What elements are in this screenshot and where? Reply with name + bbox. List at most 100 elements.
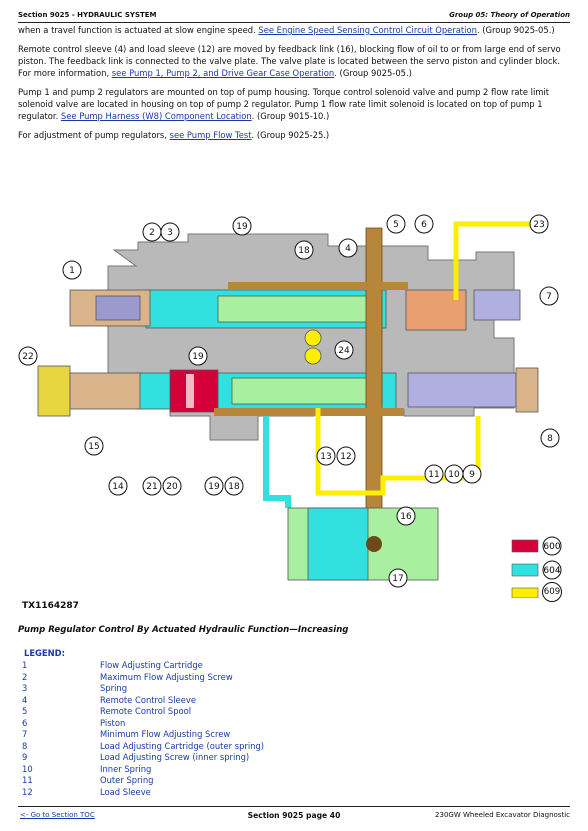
svg-text:19: 19	[236, 222, 248, 232]
svg-text:18: 18	[228, 482, 240, 492]
svg-text:18: 18	[298, 246, 310, 256]
servo-pivot	[366, 536, 382, 552]
svg-text:24: 24	[338, 346, 350, 356]
feedback-link	[365, 227, 383, 549]
spring-600-b	[186, 374, 194, 408]
flow-adjusting-screw	[95, 295, 141, 321]
svg-text:10: 10	[448, 470, 460, 480]
svg-text:9: 9	[469, 470, 475, 480]
link-engine-speed-sensing[interactable]: See Engine Speed Sensing Control Circuit…	[258, 25, 477, 35]
callout-10: 10	[444, 464, 464, 484]
svg-text:3: 3	[167, 228, 173, 238]
load-adjusting-cartridge-left	[37, 365, 71, 417]
section-title: Section 9025 - HYDRAULIC SYSTEM	[18, 11, 157, 19]
body-text: when a travel function is actuated at sl…	[18, 24, 570, 148]
left-cap	[69, 372, 141, 410]
svg-text:4: 4	[345, 244, 351, 254]
callout-23: 23	[529, 214, 549, 234]
callout-20: 20	[162, 476, 182, 496]
callout-6: 6	[414, 214, 434, 234]
callout-12: 12	[336, 446, 356, 466]
yellow-line-top	[453, 221, 538, 300]
svg-text:19: 19	[208, 482, 220, 492]
callout-4: 4	[338, 238, 358, 258]
callouts: 1 2 3 19 18 4 5 6 23 7 22 24 19 15 13 12…	[18, 214, 560, 588]
svg-text:23: 23	[533, 220, 544, 230]
callout-14: 14	[108, 476, 128, 496]
paragraph-3: Pump 1 and pump 2 regulators are mounted…	[18, 87, 550, 121]
callout-3: 3	[160, 222, 180, 242]
servo-piston	[307, 507, 369, 581]
callout-19-bot: 19	[204, 476, 224, 496]
key-609-label: 609	[542, 582, 562, 602]
link-pump-flow-test[interactable]: see Pump Flow Test	[169, 130, 252, 140]
lower-spool	[231, 377, 383, 405]
paragraph-2: Remote control sleeve (4) and load sleev…	[18, 44, 561, 78]
right-cartridge	[407, 372, 517, 408]
key-604: 604	[543, 566, 560, 576]
svg-text:21: 21	[146, 482, 157, 492]
manual-title: 230GW Wheeled Excavator Diagnostic	[435, 811, 570, 819]
section-toc-link[interactable]: <- Go to Section TOC	[20, 811, 95, 819]
svg-text:5: 5	[393, 220, 399, 230]
svg-text:7: 7	[546, 292, 552, 302]
paragraph-1: when a travel function is actuated at sl…	[18, 25, 555, 35]
callout-2: 2	[142, 222, 162, 242]
svg-text:2: 2	[149, 228, 155, 238]
yellow-ball-2	[304, 347, 322, 365]
svg-text:22: 22	[22, 352, 33, 362]
callout-13: 13	[316, 446, 336, 466]
color-key: 600 604	[511, 536, 562, 598]
link-pump-drive-gear-case[interactable]: see Pump 1, Pump 2, and Drive Gear Case …	[111, 68, 335, 78]
swatch-604	[511, 563, 539, 577]
callout-18-bot: 18	[224, 476, 244, 496]
svg-text:17: 17	[392, 574, 403, 584]
svg-text:1: 1	[69, 266, 75, 276]
callout-8: 8	[540, 428, 560, 448]
callout-1: 1	[62, 260, 82, 280]
svg-text:19: 19	[192, 352, 204, 362]
cyan-line	[263, 416, 291, 508]
yellow-ball-1	[304, 329, 322, 347]
pump-regulator-diagram: 1 2 3 19 18 4 5 6 23 7 22 24 19 15 13 12…	[18, 214, 562, 598]
link-arm-upper	[228, 282, 408, 290]
group-title: Group 05: Theory of Operation	[449, 11, 570, 19]
callout-19-top: 19	[232, 216, 252, 236]
paragraph-4: For adjustment of pump regulators, see P…	[18, 130, 330, 140]
upper-spool	[217, 295, 369, 323]
callout-24: 24	[334, 340, 354, 360]
svg-text:14: 14	[112, 482, 124, 492]
svg-text:16: 16	[400, 512, 412, 522]
callout-18-top: 18	[294, 240, 314, 260]
link-arm-lower	[214, 408, 404, 416]
page-number: Section 9025 page 40	[247, 811, 341, 820]
callout-5: 5	[386, 214, 406, 234]
figure-code: TX1164287	[22, 601, 79, 611]
callout-11: 11	[424, 464, 444, 484]
svg-text:6: 6	[421, 220, 427, 230]
svg-text:12: 12	[340, 452, 351, 462]
svg-text:20: 20	[166, 482, 178, 492]
callout-22: 22	[18, 346, 38, 366]
legend-title: LEGEND:	[24, 648, 65, 658]
figure-caption: Pump Regulator Control By Actuated Hydra…	[18, 625, 349, 635]
callout-19-mid: 19	[188, 346, 208, 366]
svg-text:8: 8	[547, 434, 553, 444]
key-600: 600	[543, 542, 560, 552]
callout-21: 21	[142, 476, 162, 496]
link-pump-harness[interactable]: See Pump Harness (W8) Component Location	[60, 111, 252, 121]
callout-16: 16	[396, 506, 416, 526]
svg-text:15: 15	[88, 442, 99, 452]
callout-15: 15	[84, 436, 104, 456]
piston-6	[405, 289, 467, 331]
